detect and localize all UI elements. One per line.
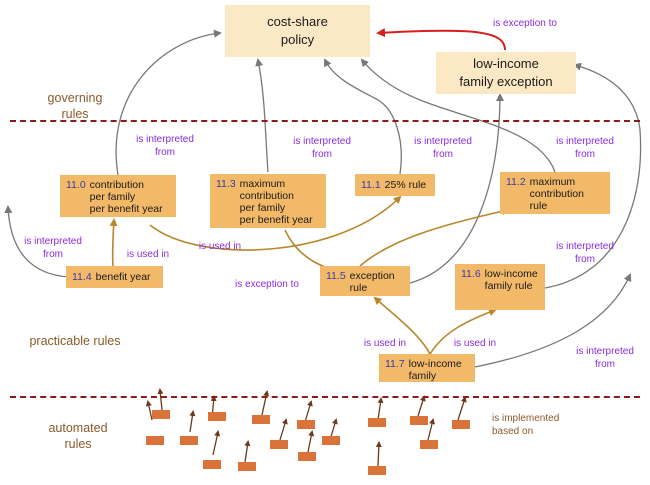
automated-rule	[270, 440, 288, 449]
automated-rule	[368, 418, 386, 427]
edge-11-3-to-policy	[255, 58, 269, 173]
edge-label-used-in-11-4: is used in	[126, 249, 170, 260]
edge-label-exception-top: is exception to	[493, 18, 557, 29]
band-label-automated: automated rules	[48, 421, 108, 451]
rule-node-11-2[interactable]: 11.2 maximum contribution rule	[500, 172, 610, 214]
rule-id: 11.5	[326, 270, 346, 282]
edge-label-used-in-11-3: is used in	[198, 241, 242, 252]
rule-id: 11.3	[216, 178, 236, 190]
edge-11-5-to-11-2	[359, 207, 510, 267]
edge-label-interp-11-1: is interpreted from	[414, 136, 472, 160]
automated-rule-arrows	[145, 388, 467, 467]
automated-rule	[146, 436, 164, 445]
rule-text: benefit year	[95, 271, 151, 283]
edge-11-4-to-11-0	[109, 218, 118, 268]
band-label-practicable: practicable rules	[29, 334, 121, 348]
edge-11-5-to-exception	[409, 93, 504, 284]
automated-rule	[297, 420, 315, 429]
rule-text: maximum contribution per family per bene…	[239, 178, 313, 226]
edge-11-4-to-left	[4, 205, 71, 278]
edge-11-0-to-policy	[115, 29, 222, 176]
rule-text: maximum contribution rule	[529, 176, 584, 212]
edge-label-exception-11-5: is exception to	[235, 279, 299, 290]
automated-rule	[298, 452, 316, 461]
rule-text: low-income family rule	[484, 268, 538, 292]
rule-text: 25% rule	[384, 179, 427, 191]
edge-label-interp-11-3: is interpreted from	[293, 136, 351, 160]
rule-id: 11.1	[361, 179, 381, 191]
automated-rule	[238, 462, 256, 471]
edge-11-0-to-11-3	[149, 195, 402, 251]
automated-rule	[252, 415, 270, 424]
rule-id: 11.7	[385, 358, 405, 370]
edge-label-interp-11-7: is interpreted from	[576, 346, 634, 370]
automated-rule	[452, 420, 470, 429]
rule-node-11-5[interactable]: 11.5 exception rule	[320, 266, 410, 296]
automated-rule	[180, 436, 198, 445]
edge-label-interp-11-2: is interpreted from	[556, 136, 614, 160]
rule-node-11-4[interactable]: 11.4 benefit year	[66, 266, 163, 288]
automated-rule	[368, 466, 386, 475]
rule-node-11-3[interactable]: 11.3 maximum contribution per family per…	[210, 174, 326, 228]
automated-rule	[420, 440, 438, 449]
cost-share-policy-box[interactable]: cost-share policy	[225, 5, 370, 57]
band-label-governing: governing rules	[47, 91, 103, 121]
edge-11-6-to-exception	[544, 62, 642, 289]
rule-id: 11.2	[506, 176, 526, 188]
rule-id: 11.6	[461, 268, 481, 280]
automated-rule	[208, 412, 226, 421]
automated-rule	[322, 436, 340, 445]
edge-exception-to-policy	[376, 28, 506, 51]
edge-11-7-to-11-5	[373, 296, 431, 355]
rule-text: exception rule	[349, 270, 395, 294]
rule-id: 11.0	[66, 179, 86, 191]
automated-rule	[203, 460, 221, 469]
automated-rule	[410, 416, 428, 425]
automated-rule	[152, 410, 170, 419]
rule-node-11-0[interactable]: 11.0 contribution per family per benefit…	[60, 175, 176, 217]
edge-11-1-to-policy	[324, 58, 402, 175]
divider-governing	[10, 120, 640, 122]
rule-node-11-7[interactable]: 11.7 low-income family	[379, 354, 475, 382]
edge-11-7-to-11-6	[429, 308, 497, 355]
implemented-note: is implemented based on	[492, 413, 560, 437]
low-income-exception-box[interactable]: low-income family exception	[436, 52, 576, 94]
edge-label-used-in-left: is used in	[363, 338, 407, 349]
edge-label-interp-11-4: is interpreted from	[24, 236, 82, 260]
edge-11-7-to-right	[474, 273, 632, 368]
rule-node-11-6[interactable]: 11.6 low-income family rule	[455, 264, 545, 310]
edge-11-2-to-policy	[360, 58, 556, 173]
rule-node-11-1[interactable]: 11.1 25% rule	[355, 174, 435, 196]
edge-label-interp-11-0: is interpreted from	[136, 134, 194, 158]
rule-text: low-income family	[408, 358, 462, 382]
divider-automated	[10, 396, 640, 398]
rule-text: contribution per family per benefit year	[89, 179, 163, 215]
rule-id: 11.4	[72, 271, 92, 283]
edge-label-used-in-right: is used in	[453, 338, 497, 349]
edge-label-interp-11-6: is interpreted from	[556, 241, 614, 265]
